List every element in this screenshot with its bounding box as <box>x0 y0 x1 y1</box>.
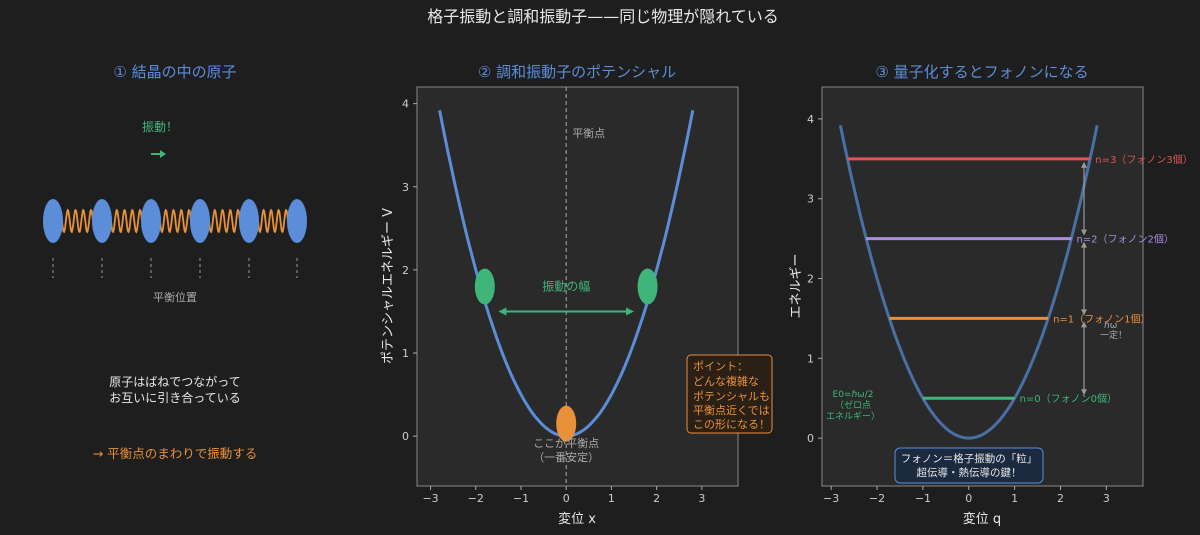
spring <box>159 208 192 234</box>
figure-title: 格子振動と調和振動子——同じ物理が隠れている <box>427 7 779 26</box>
note-line-2: どんな複雑な <box>693 374 759 388</box>
x-tick-label: 0 <box>965 492 972 505</box>
energy-level-label-n3: n=3（フォノン3個） <box>1095 153 1192 166</box>
turning-point-marker <box>474 268 495 305</box>
spring-group <box>61 208 289 234</box>
y-tick-label: 1 <box>807 352 814 365</box>
x-tick-label: −1 <box>915 492 931 505</box>
equilibrium-bottom-label-1: ここが平衡点 <box>533 436 599 450</box>
panel2-title: ② 調和振動子のポテンシャル <box>478 63 676 81</box>
energy-levels: n=0（フォノン0個） n=1（フォノン1個） n=2（フォノン2個） n=3（フォノ… <box>847 153 1193 405</box>
x-tick-label: −3 <box>823 492 839 505</box>
vibration-arrow <box>151 150 166 158</box>
y-tick-label: 2 <box>402 264 409 277</box>
zero-point-label-2: （ゼロ点 <box>835 399 871 411</box>
spacing-arrow-head-down <box>1081 389 1087 396</box>
x-tick-label: 3 <box>698 492 705 505</box>
energy-well-curve <box>838 124 1099 440</box>
zero-point-label-3: エネルギー） <box>826 411 880 422</box>
spacing-label-1: ℏω <box>1104 321 1117 331</box>
level-spacing-arrows <box>1081 161 1087 396</box>
equilibrium-marker-dot <box>556 405 577 442</box>
x-tick-label: −1 <box>513 492 529 505</box>
phonon-info-box: フォノン＝格子振動の「粒」 超伝導・熱伝導の鍵！ <box>894 447 1044 484</box>
spacing-arrow-head-up <box>1081 241 1087 248</box>
x-tick-label: 1 <box>608 492 615 505</box>
y-axis-label: ポテンシャルエネルギー V <box>381 208 396 364</box>
x-tick-label: −2 <box>869 492 885 505</box>
spring <box>110 208 143 234</box>
panel-crystal-atoms: ① 結晶の中の原子 振動！ 平衡位置 原子はばねでつながって お互いに引き合って… <box>43 63 307 461</box>
x-tick-label: −3 <box>422 492 438 505</box>
phonon-box-line-1: フォノン＝格子振動の「粒」 <box>901 452 1038 465</box>
caption-line-2: お互いに引き合っている <box>109 390 240 405</box>
atom <box>43 199 63 243</box>
y-tick-label: 3 <box>402 181 409 194</box>
x-axis-ticks: −3 −2 −1 0 1 2 3 <box>422 486 705 505</box>
y-axis-ticks: 0 1 2 3 4 <box>807 113 822 445</box>
spacing-label-2: 一定！ <box>1100 329 1127 341</box>
spring <box>257 208 289 234</box>
x-tick-label: −2 <box>468 492 484 505</box>
note-line-4: 平衡点近くでは <box>693 404 770 417</box>
amplitude-label: 振動の幅 <box>542 279 590 294</box>
amplitude-arrow <box>498 307 635 316</box>
x-axis-label: 変位 q <box>963 511 1001 527</box>
atom-group <box>43 199 307 243</box>
note-line-1: ポイント： <box>693 360 748 373</box>
energy-level-label-n1: n=1（フォノン1個） <box>1053 312 1150 325</box>
atom <box>92 199 112 243</box>
turning-point-markers <box>474 268 658 442</box>
y-tick-label: 0 <box>402 430 409 443</box>
spacing-arrow-head-down <box>1081 309 1087 316</box>
spring <box>208 208 241 234</box>
note-line-5: この形になる！ <box>693 418 770 431</box>
amplitude-arrow-head-right <box>626 307 635 316</box>
equilibrium-position-label: 平衡位置 <box>153 290 197 304</box>
atom <box>287 199 307 243</box>
note-line-3: ポテンシャルも <box>693 390 770 403</box>
y-tick-label: 3 <box>807 193 814 206</box>
vibration-label: 振動！ <box>142 120 178 134</box>
y-tick-label: 4 <box>807 113 814 126</box>
spring <box>61 208 94 234</box>
conclusion-text: → 平衡点のまわりで振動する <box>93 446 257 461</box>
equilibrium-bottom-label-2: （一番安定） <box>533 450 599 464</box>
y-axis-ticks: 0 1 2 3 4 <box>402 98 417 443</box>
energy-level-label-n2: n=2（フォノン2個） <box>1076 233 1173 246</box>
panel1-title: ① 結晶の中の原子 <box>113 63 236 81</box>
spacing-arrow-head-up <box>1081 321 1087 328</box>
amplitude-arrow-head-left <box>498 307 507 316</box>
x-axis-label: 変位 x <box>558 511 596 527</box>
energy-level-label-n0: n=0（フォノン0個） <box>1020 392 1117 405</box>
x-tick-label: 0 <box>563 492 570 505</box>
zero-point-label-1: E0=ℏω/2 <box>833 390 874 400</box>
caption-line-1: 原子はばねでつながって <box>109 374 240 389</box>
panel-quantized-phonons: ③ 量子化するとフォノンになる n=0（フォノン0個）n=1（フォノン1個）n=… <box>789 63 1193 527</box>
x-axis-ticks: −3 −2 −1 0 1 2 3 <box>823 486 1110 505</box>
x-tick-label: 3 <box>1103 492 1110 505</box>
spacing-arrow-head-down <box>1081 229 1087 236</box>
y-axis-label: エネルギー <box>789 253 804 318</box>
turning-point-marker <box>637 268 658 305</box>
point-note-box: ポイント： どんな複雑な ポテンシャルも 平衡点近くでは この形になる！ <box>686 354 773 434</box>
phonon-box-line-2: 超伝導・熱伝導の鍵！ <box>917 466 1022 479</box>
x-tick-label: 2 <box>1057 492 1064 505</box>
y-tick-label: 2 <box>807 273 814 286</box>
panel-harmonic-potential: ② 調和振動子のポテンシャル 平衡点 振動の幅 ここが平衡点 （一番安定） −3… <box>381 63 773 527</box>
atom <box>141 199 161 243</box>
atom <box>239 199 259 243</box>
panel3-title: ③ 量子化するとフォノンになる <box>875 63 1088 81</box>
energy-plot-area <box>821 86 1144 487</box>
y-tick-label: 4 <box>402 98 409 111</box>
spacing-arrow-head-up <box>1081 161 1087 168</box>
equilibrium-point-label: 平衡点 <box>572 127 605 140</box>
atom <box>190 199 210 243</box>
x-tick-label: 1 <box>1011 492 1018 505</box>
x-tick-label: 2 <box>653 492 660 505</box>
y-tick-label: 0 <box>807 432 814 445</box>
y-tick-label: 1 <box>402 347 409 360</box>
